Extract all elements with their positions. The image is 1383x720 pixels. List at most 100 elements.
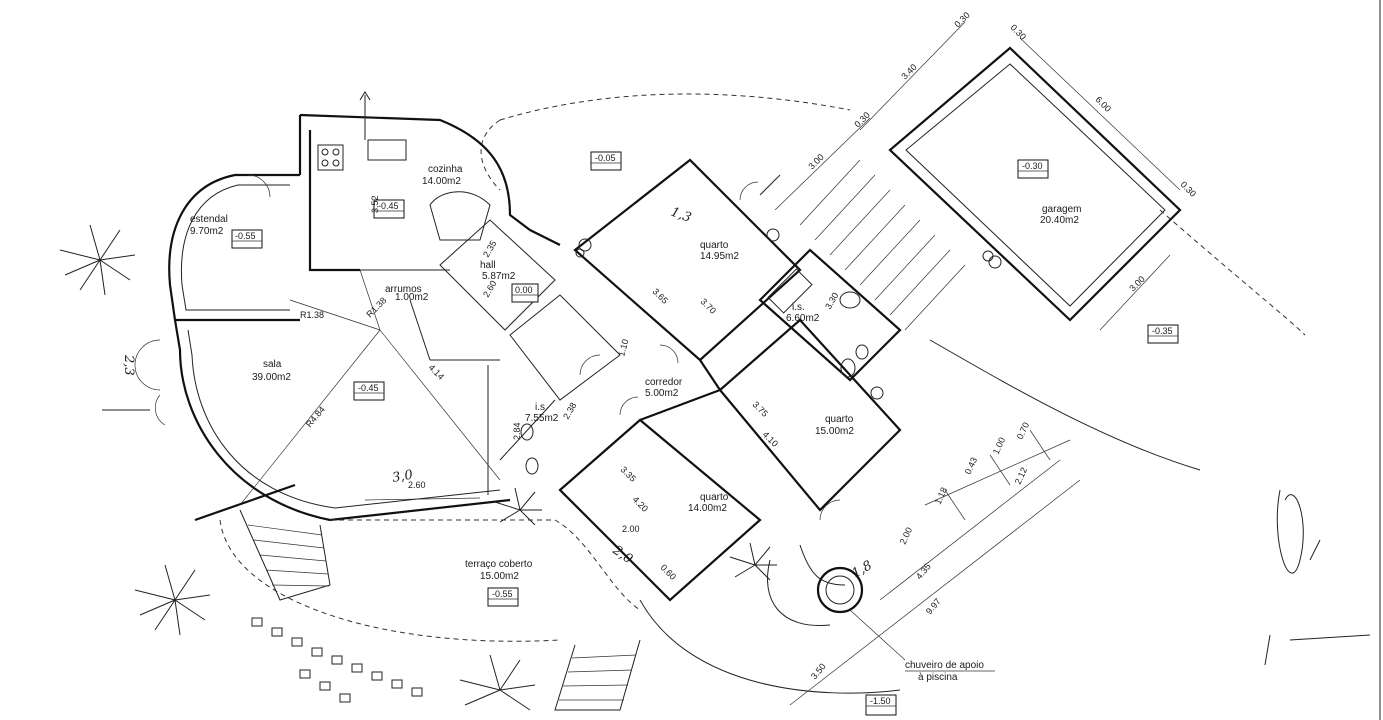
level-sala-value: -0.45 (358, 383, 379, 393)
room-name-sala: sala (263, 359, 282, 370)
dim-quarto1-b: 3.70 (699, 296, 718, 315)
level-terraco-value: -0.55 (492, 589, 513, 599)
level-estendal-value: -0.55 (235, 231, 256, 241)
dim-radius-a: R1.38 (300, 310, 324, 320)
room-area-quarto-3: 14.00m2 (688, 503, 727, 514)
hand-note-quarto3: 2,0 (609, 542, 635, 567)
room-area-is-large: 6.60m2 (786, 313, 820, 324)
palm-tree-pool (729, 542, 777, 581)
section-marks (102, 91, 781, 411)
dim-chain-b: 1.00 (991, 436, 1007, 456)
dim-radius-c: R4.84 (304, 404, 327, 429)
shower-label-line2: à piscina (918, 672, 958, 683)
dim-quarto3-a: 3.35 (619, 464, 638, 483)
room-name-arrumos: arrumos (385, 284, 422, 295)
level-outdoor-top: -0.05 (590, 151, 622, 171)
pool-stair (767, 544, 906, 661)
room-name-is-large: i.s. (792, 302, 805, 313)
level-outdoor-right: -0.35 (1147, 324, 1179, 344)
level-cozinha: -0.45 (373, 199, 405, 219)
terrain-outline (219, 93, 1306, 694)
level-estendal: -0.55 (231, 229, 263, 249)
level-outdoor-right-value: -0.35 (1152, 326, 1173, 336)
room-name-quarto-3: quarto (700, 492, 729, 503)
house-walls (168, 113, 902, 611)
bathroom-fixtures (520, 268, 869, 475)
room-area-is-small: 7.55m2 (525, 413, 559, 424)
garage (774, 21, 1182, 331)
room-area-quarto-1: 14.95m2 (700, 251, 739, 262)
dim-quarto3-c: 2.00 (622, 524, 640, 534)
room-area-garagem: 20.40m2 (1040, 215, 1079, 226)
hand-note-sala: 3,0 (391, 468, 414, 486)
dim-chain-a: 0.70 (1015, 421, 1031, 441)
shower-annotation: chuveiro de apoio à piscina (905, 660, 995, 683)
dim-chain-f: 2.12 (1013, 466, 1029, 486)
dim-garage-side: 0.30 (1179, 179, 1198, 198)
room-name-estendal: estendal (190, 214, 228, 225)
dim-garage-depth: 3.00 (1127, 274, 1146, 293)
palm-tree-bottom (459, 654, 536, 711)
planter-symbols (575, 228, 884, 400)
dim-is-b: 2.84 (512, 422, 522, 440)
room-area-terraco: 15.00m2 (480, 571, 519, 582)
dim-hall-a: 2.35 (481, 239, 498, 259)
driveway-hatching (799, 159, 966, 331)
room-area-estendal: 9.70m2 (190, 226, 224, 237)
room-name-quarto-2: quarto (825, 414, 854, 425)
palm-tree-center (494, 487, 542, 526)
room-name-corredor: corredor (645, 377, 683, 388)
level-bottom: -1.50 (865, 694, 897, 716)
hand-note-pool: 1,8 (850, 558, 875, 581)
dim-chain-d: 1.18 (933, 486, 949, 506)
level-bottom-value: -1.50 (870, 696, 891, 706)
room-area-sala: 39.00m2 (252, 372, 291, 383)
kitchen-fixtures (317, 139, 491, 241)
room-name-quarto-1: quarto (700, 240, 729, 251)
stairs-left (239, 509, 331, 601)
stairs-center (554, 639, 641, 711)
dim-garage-top-c: 0.30 (852, 110, 871, 129)
dim-quarto2-b: 4.10 (761, 429, 780, 448)
palm-tree-bottom-left (134, 564, 211, 636)
signature (1264, 0, 1381, 720)
level-hall: 0.00 (511, 283, 539, 303)
sala-construction-lines (194, 269, 501, 522)
dim-quarto2-a: 3.75 (751, 399, 770, 418)
dim-quarto3-b: 4.20 (631, 494, 650, 513)
dim-garage-top-b: 3.40 (899, 62, 918, 81)
room-area-cozinha: 14.00m2 (422, 176, 461, 187)
palm-tree-top-left (59, 224, 136, 296)
room-name-garagem: garagem (1042, 204, 1081, 215)
level-hall-value: 0.00 (515, 285, 533, 295)
dim-chain-e: 2.00 (898, 526, 914, 546)
level-garagem-value: -0.30 (1022, 161, 1043, 171)
door-swings (134, 174, 841, 521)
room-name-terraco: terraço coberto (465, 559, 533, 570)
room-name-is-small: i.s. (535, 402, 548, 413)
dim-quarto3-d: 0.60 (659, 562, 678, 581)
room-area-corredor: 5.00m2 (645, 388, 679, 399)
level-markers: -0.55 -0.45 0.00 -0.45 -0.05 -0.30 (231, 151, 1179, 716)
room-name-hall: hall (480, 260, 496, 271)
level-sala: -0.45 (353, 381, 385, 401)
level-cozinha-value: -0.45 (378, 201, 399, 211)
level-garagem: -0.30 (1017, 159, 1049, 179)
dim-garage-top-a: 0.30 (952, 10, 971, 29)
handwritten-notes: 3,0 1,3 2,0 2,3 1,8 (121, 205, 875, 582)
level-terraco: -0.55 (487, 587, 519, 607)
dimension-labels: 0.30 3.40 0.30 0.30 6.00 0.30 3.00 3.00 … (300, 10, 1198, 681)
dim-sala-width: 2.60 (408, 480, 426, 490)
dim-radius-b: R1.38 (364, 295, 388, 319)
room-labels: estendal 9.70m2 cozinha 14.00m2 hall 5.8… (190, 164, 1081, 582)
dim-is-a: 3.30 (823, 291, 840, 311)
dim-is-c: 2.38 (561, 401, 578, 421)
hand-note-quarto: 1,3 (669, 205, 694, 226)
dim-approach: 3.00 (806, 152, 825, 171)
dim-kitchen-side: 3.52 (370, 195, 380, 213)
room-area-quarto-2: 15.00m2 (815, 426, 854, 437)
room-name-cozinha: cozinha (428, 164, 463, 175)
room-area-hall: 5.87m2 (482, 271, 516, 282)
level-outdoor-top-value: -0.05 (595, 153, 616, 163)
